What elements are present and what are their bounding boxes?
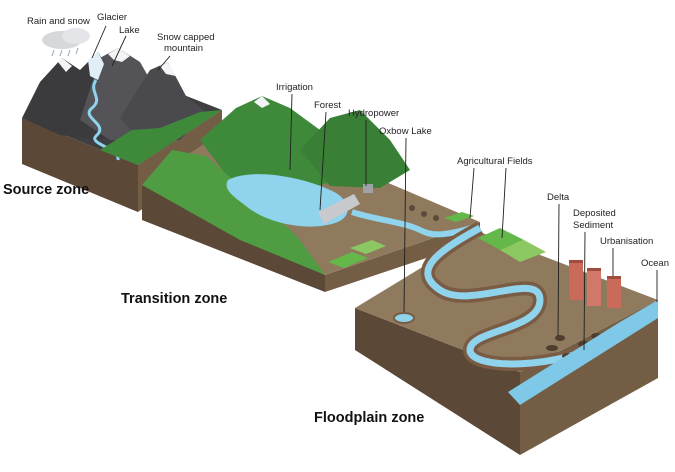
building-3-roof <box>607 276 621 279</box>
label-agricultural-fields: Agricultural Fields <box>457 156 533 167</box>
transition-field-1 <box>328 252 368 268</box>
leader-lake <box>111 35 127 67</box>
transition-soil-front <box>325 222 480 292</box>
label-snow-capped-mountain-2: mountain <box>164 43 203 54</box>
floodplain-field-1 <box>478 228 524 250</box>
floodplain-zone-block <box>355 221 658 455</box>
diagram-labels: Rain and snow Glacier Lake Snow capped m… <box>3 12 669 426</box>
source-zone-block <box>22 28 222 212</box>
zone-title-transition: Transition zone <box>121 291 227 307</box>
transition-field-2 <box>350 240 386 254</box>
source-soil-left <box>22 118 138 212</box>
transition-snow-cap <box>254 96 270 108</box>
oxbow-lake-shape <box>393 312 415 324</box>
transition-hill-right <box>300 110 410 188</box>
leader-oxbow-lake <box>403 137 407 313</box>
label-irrigation: Irrigation <box>276 82 313 93</box>
leader-agri-fields-1 <box>469 167 475 219</box>
hut-2 <box>433 215 439 221</box>
building-2-roof <box>587 268 601 271</box>
building-1 <box>569 262 583 300</box>
leader-snow-mountain <box>157 55 171 71</box>
leader-forest <box>319 111 327 211</box>
transition-soil-left <box>142 185 325 292</box>
delta-island-1 <box>546 345 558 351</box>
label-delta: Delta <box>547 192 570 203</box>
dam <box>318 194 360 224</box>
source-stream <box>87 79 120 161</box>
label-lake: Lake <box>119 25 140 36</box>
snow-cap-main <box>108 48 130 62</box>
floodplain-soil-left <box>355 308 520 455</box>
label-ocean: Ocean <box>641 258 669 269</box>
transition-field-3 <box>444 212 474 222</box>
urban-buildings <box>569 260 621 308</box>
ocean-surface <box>508 300 658 405</box>
reservoir <box>226 174 348 227</box>
leader-lines <box>91 25 658 351</box>
zone-title-source: Source zone <box>3 182 89 198</box>
label-deposited-sediment-1: Deposited <box>573 208 616 219</box>
meander-river <box>424 224 642 368</box>
transition-zone-block <box>142 96 480 292</box>
label-hydropower: Hydropower <box>348 108 399 119</box>
leader-glacier <box>91 25 107 59</box>
delta-island-4 <box>555 335 565 341</box>
hut-3 <box>409 205 415 211</box>
transition-river <box>351 209 479 238</box>
glacier-shape <box>88 52 104 80</box>
hut-1 <box>421 211 427 217</box>
snow-cap-left <box>58 58 72 72</box>
zone-title-floodplain: Floodplain zone <box>314 410 424 426</box>
leader-irrigation <box>289 93 293 171</box>
label-glacier: Glacier <box>97 12 127 23</box>
label-deposited-sediment-2: Sediment <box>573 220 613 231</box>
leader-delta <box>557 203 560 337</box>
leader-deposited-sediment <box>583 231 586 351</box>
label-oxbow-lake: Oxbow Lake <box>379 126 432 137</box>
building-1-roof <box>569 260 583 263</box>
label-snow-capped-mountain-1: Snow capped <box>157 32 215 43</box>
label-urbanisation: Urbanisation <box>600 236 653 247</box>
building-3 <box>607 278 621 308</box>
snow-cap-right <box>160 62 176 76</box>
floodplain-field-2 <box>500 240 546 262</box>
rain-drops <box>51 47 79 57</box>
leader-agri-fields-2 <box>501 167 507 239</box>
transition-hill-front <box>142 150 325 275</box>
hydropower-building <box>363 184 373 193</box>
label-forest: Forest <box>314 100 341 111</box>
building-2 <box>587 270 601 306</box>
rain-cloud-puff <box>62 28 90 44</box>
source-green-slope <box>100 110 222 165</box>
label-rain-and-snow: Rain and snow <box>27 16 90 27</box>
